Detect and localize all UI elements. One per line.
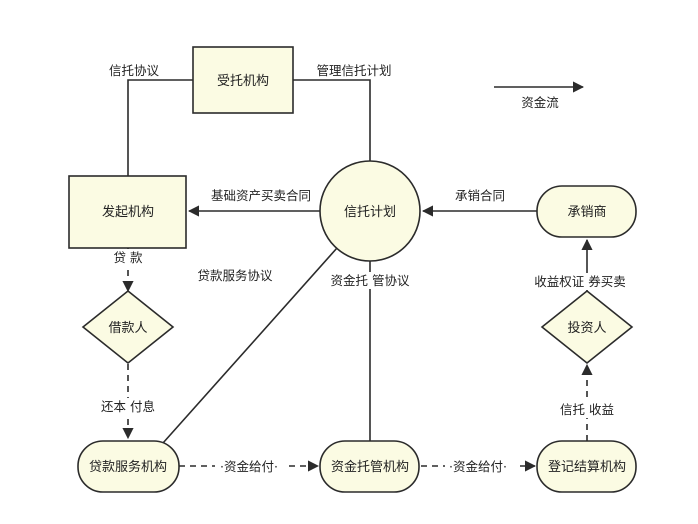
node-trust-plan: 信托计划: [319, 160, 421, 262]
label-manage-trust-plan: 管理信托计划: [316, 63, 391, 78]
svg-text:发起机构: 发起机构: [102, 204, 154, 220]
node-investor: 投资人: [540, 289, 634, 365]
svg-text:投资人: 投资人: [567, 320, 606, 336]
svg-text:贷款服务机构: 贷款服务机构: [89, 459, 167, 475]
node-servicer: 贷款服务机构: [77, 440, 180, 493]
svg-text:借款人: 借款人: [108, 321, 147, 336]
label-fund-custody-agreement: 资金托 管协议: [331, 273, 410, 288]
svg-text:信托计划: 信托计划: [344, 205, 396, 220]
svg-text:资金托管机构: 资金托管机构: [331, 459, 409, 475]
label-asset-sale-contract: 基础资产买卖合同: [211, 188, 311, 203]
label-loan-service-agreement: 贷款服务协议: [197, 268, 273, 283]
node-borrower: 借款人: [81, 289, 175, 365]
node-registrar: 登记结算机构: [536, 440, 637, 493]
svg-text:受托机构: 受托机构: [217, 74, 269, 89]
edge-trustee-originator: [127, 79, 193, 176]
edge-trustee-trustplan: [293, 79, 371, 163]
node-custodian: 资金托管机构: [319, 440, 420, 493]
node-trustee: 受托机构: [192, 46, 294, 114]
label-underwriting-contract: 承销合同: [455, 188, 505, 203]
node-originator: 发起机构: [68, 175, 187, 249]
svg-text:承销商: 承销商: [567, 205, 606, 220]
label-fund-payment-2: ·资金给付·: [449, 459, 507, 474]
edge-trustplan-servicer: [162, 247, 338, 444]
label-trust-agreement: 信托协议: [109, 63, 160, 78]
svg-text:登记结算机构: 登记结算机构: [548, 460, 626, 475]
label-fund-payment-1: ·资金给付·: [220, 459, 278, 474]
label-beneficiary-cert: 收益权证 券买卖: [534, 274, 625, 289]
node-underwriter: 承销商: [536, 185, 637, 238]
legend-label: 资金流: [521, 95, 559, 110]
label-repayment: 还本 付息: [101, 399, 155, 414]
label-loan: 贷 款: [114, 250, 143, 265]
label-trust-income: 信托 收益: [560, 402, 614, 417]
